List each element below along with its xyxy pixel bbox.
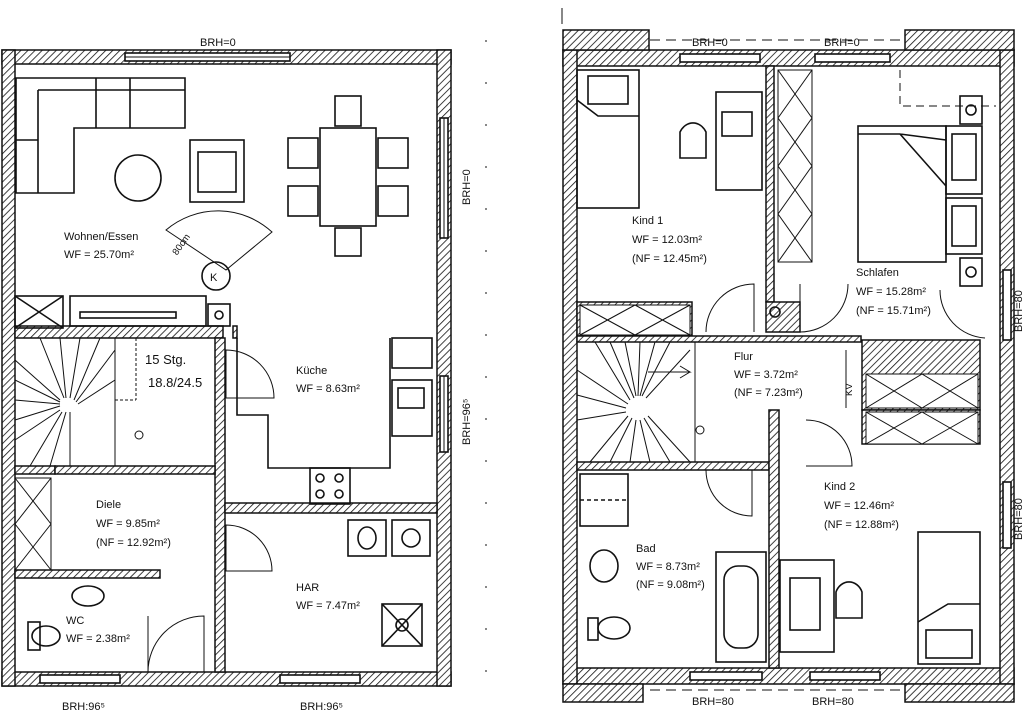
kitchen-stove-symbol: K [210,272,218,284]
sideboard [14,295,231,329]
gf-wall-wc-top [14,569,161,579]
room-label-kind2: Kind 2 WF = 12.46m² (NF = 12.88m²) [824,481,899,531]
brh-label-uf-bottom-left: BRH=80 [692,696,734,708]
svg-text:WF = 12.03m²: WF = 12.03m² [632,234,702,246]
bad-fixtures [579,473,767,663]
svg-text:Diele: Diele [96,499,121,511]
svg-text:WF = 8.73m²: WF = 8.73m² [636,561,700,573]
room-label-kind1: Kind 1 WF = 12.03m² (NF = 12.45m²) [632,215,707,265]
brh-label-uf-top-left: BRH=0 [692,37,728,49]
armchair [189,139,245,203]
fireplace-radius: K 80cm [165,210,273,291]
gf-wall-left [1,49,16,687]
upper-floor-plan: KV Kind 1 WF = 12.03m² (NF = 12.45m²) [562,29,1024,708]
svg-text:(NF = 12.88m²): (NF = 12.88m²) [824,519,899,531]
svg-text:Schlafen: Schlafen [856,267,899,279]
wc-fixtures [27,585,105,651]
svg-text:WF = 3.72m²: WF = 3.72m² [734,369,798,381]
gf-door-swings [147,349,275,673]
svg-text:(NF = 9.08m²): (NF = 9.08m²) [636,579,705,591]
diele-cabinet [14,477,52,571]
svg-text:Kind 1: Kind 1 [632,215,663,227]
gf-wall-diele-right [214,337,226,673]
svg-text:WF = 15.28m²: WF = 15.28m² [856,286,926,298]
brh-label-uf-right-kind2: BRH=80 [1013,498,1024,540]
kv-label: KV [844,383,855,396]
brh-label-gf-top: BRH=0 [200,37,236,49]
room-label-bad: Bad WF = 8.73m² (NF = 9.08m²) [636,543,705,591]
brh-label-gf-bottom-left: BRH:96⁵ [62,701,105,713]
ground-floor-plan: K 80cm 15 Stg. 18.8/24.5 [1,37,473,713]
room-label-wc: WC WF = 2.38m² [66,615,130,645]
gf-wall-har-top [224,502,438,514]
svg-text:Bad: Bad [636,543,656,555]
svg-text:Kind 2: Kind 2 [824,481,855,493]
svg-text:WF = 12.46m²: WF = 12.46m² [824,500,894,512]
svg-text:(NF = 7.23m²): (NF = 7.23m²) [734,387,803,399]
svg-text:(NF = 12.45m²): (NF = 12.45m²) [632,253,707,265]
room-label-wohnen: Wohnen/Essen WF = 25.70m² [64,231,138,261]
svg-text:WF = 25.70m²: WF = 25.70m² [64,249,134,261]
kind1-furniture [576,69,781,318]
svg-text:HAR: HAR [296,582,319,594]
stair-steps: 15 Stg. [145,352,186,367]
svg-text:Küche: Küche [296,365,327,377]
room-label-diele: Diele WF = 9.85m² (NF = 12.92m²) [96,499,171,549]
brh-label-gf-right-top: BRH=0 [461,169,473,205]
uf-wall-right [999,49,1015,685]
brh-label-uf-right-schlafen: BRH=80 [1013,290,1024,332]
kitchen-counter [236,337,433,505]
room-label-kueche: Küche WF = 8.63m² [296,365,360,395]
schlafen-bed [857,95,983,287]
kind1-wardrobe [579,69,979,445]
svg-text:Wohnen/Essen: Wohnen/Essen [64,231,138,243]
brh-label-gf-right-kitchen: BRH=96⁵ [461,399,473,445]
svg-text:WF = 7.47m²: WF = 7.47m² [296,600,360,612]
coffee-table [114,154,162,202]
sofa [15,77,186,194]
svg-text:(NF = 12.92m²): (NF = 12.92m²) [96,537,171,549]
uf-door-swings [705,283,986,517]
brh-label-gf-bottom-right: BRH:96⁵ [300,701,343,713]
svg-text:(NF = 15.71m²): (NF = 15.71m²) [856,305,931,317]
uf-wall-left [562,49,578,685]
svg-text:WF = 8.63m²: WF = 8.63m² [296,383,360,395]
har-appliances [347,519,431,647]
uf-wall-top [562,49,1015,67]
upper-floor-stairs [576,341,705,463]
svg-text:Flur: Flur [734,351,753,363]
svg-text:WF = 9.85m²: WF = 9.85m² [96,518,160,530]
room-label-flur: Flur WF = 3.72m² (NF = 7.23m²) [734,351,803,399]
uf-wall-kind1-right [765,65,775,303]
kind2-furniture [779,531,981,665]
svg-text:WF = 2.38m²: WF = 2.38m² [66,633,130,645]
dining-table [287,95,409,257]
ground-floor-stairs [14,337,144,467]
brh-label-uf-bottom-right: BRH=80 [812,696,854,708]
uf-wall-bad-right [768,409,780,669]
brh-label-uf-top-right: BRH=0 [824,37,860,49]
svg-text:WC: WC [66,615,84,627]
room-label-har: HAR WF = 7.47m² [296,582,360,612]
uf-wall-bottom [562,667,1015,685]
room-label-schlafen: Schlafen WF = 15.28m² (NF = 15.71m²) [856,267,931,317]
stair-ratio: 18.8/24.5 [148,375,202,390]
